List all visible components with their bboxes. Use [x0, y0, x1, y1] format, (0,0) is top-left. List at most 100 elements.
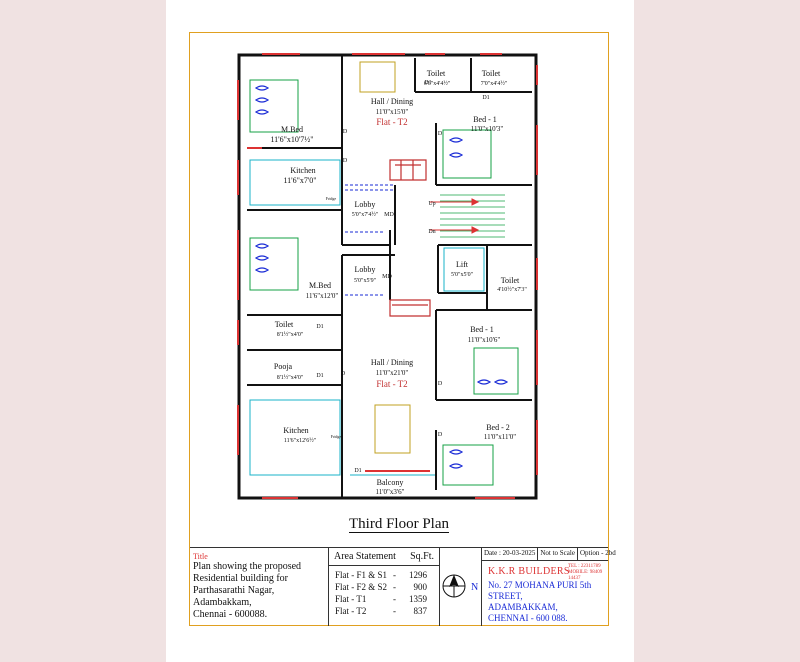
mbed2-name: M.Bed	[309, 281, 331, 290]
mbed2-size: 11'6"x12'0"	[306, 292, 339, 300]
sofa	[389, 159, 431, 317]
plan-title: Third Floor Plan	[189, 516, 609, 533]
lift-size: 5'0"x5'0"	[451, 272, 474, 278]
title-line: Adambakkam,	[193, 597, 252, 608]
area-head-unit: Sq.Ft.	[410, 551, 434, 562]
hall2-size: 11'0"x21'0"	[376, 369, 409, 377]
door-d1-label: D1	[482, 95, 489, 101]
balcony-size: 11'0"x3'6"	[376, 488, 405, 496]
fridge-label: Fridge	[326, 196, 337, 201]
door-d1-label: D1	[316, 324, 323, 330]
interior-walls	[247, 55, 532, 498]
area-row: Flat - T2-837	[335, 606, 427, 616]
area-row: Flat - F2 & S2-900	[335, 582, 427, 592]
pillows	[254, 85, 509, 469]
title-line: Chennai - 600088.	[193, 609, 268, 620]
mbed1-size: 11'6"x10'7½"	[270, 135, 313, 144]
fixtures	[249, 159, 485, 476]
address-line: CHENNAI - 600 088.	[488, 613, 568, 623]
lobby-dashes	[345, 184, 395, 296]
title-cell: Title Plan showing the proposed Resident…	[190, 548, 329, 626]
title-label: Title	[193, 552, 208, 561]
area-row: Flat - T1-1359	[335, 594, 427, 604]
area-statement: Area Statement Sq.Ft. Flat - F1 & S1-129…	[329, 548, 440, 626]
area-head: Area Statement Sq.Ft.	[329, 548, 439, 566]
toilet-c-size: 4'10½"x7'3"	[497, 286, 527, 293]
info-row: Date : 20-03-2025 Not to Scale Option - …	[482, 548, 616, 561]
north-arrow-icon	[442, 574, 466, 598]
lobby1-name: Lobby	[355, 200, 376, 209]
builder-tel: TEL : 22311789	[568, 564, 601, 569]
bed1a-name: Bed - 1	[473, 115, 497, 124]
toilet-b-name: Toilet	[482, 69, 501, 78]
door-d1-label: D1	[316, 373, 323, 379]
door-d1-label: D1	[354, 468, 361, 474]
bed1a-size: 11'0"x10'3"	[471, 125, 504, 133]
toilet-a-size: 6'6"x4'4½"	[424, 80, 451, 87]
stair-up: Up	[428, 201, 435, 207]
builder-name: K.K.R BUILDERS	[488, 566, 570, 577]
bed2-size: 11'0"x11'0"	[484, 433, 516, 441]
stair-arrows	[430, 198, 480, 234]
door-d1-label: D1	[424, 80, 431, 86]
kitchen1-name: Kitchen	[290, 166, 315, 175]
lobby1-md: MD	[384, 212, 394, 218]
title-line: Parthasarathi Nagar,	[193, 585, 275, 596]
plan-title-text: Third Floor Plan	[349, 516, 449, 533]
dining-tables	[359, 61, 411, 454]
area-head-label: Area Statement	[334, 551, 396, 562]
north-label: N	[471, 582, 478, 593]
hall2-name: Hall / Dining	[371, 358, 413, 367]
door-label: D	[438, 131, 443, 137]
kitchen2-name: Kitchen	[283, 426, 308, 435]
door-label: D	[438, 381, 443, 387]
kitchen1-size: 11'6"x7'0"	[283, 176, 316, 185]
door-label: D	[343, 158, 348, 164]
door-label: D	[438, 432, 443, 438]
kitchen2-size: 11'6"x12'6½"	[284, 437, 317, 444]
mbed1-name: M.Bed	[281, 125, 303, 134]
pooja-size: 8'1½"x4'0"	[277, 374, 304, 381]
lobby2-size: 5'0"x5'9"	[354, 278, 377, 284]
lobby1-size: 5'0"x7'4½"	[352, 211, 379, 218]
balcony-name: Balcony	[377, 478, 404, 487]
lobby2-name: Lobby	[355, 265, 376, 274]
drawing-sheet	[166, 0, 634, 662]
bed1b-size: 11'0"x10'6"	[468, 336, 501, 344]
address-line: ADAMBAKKAM,	[488, 602, 558, 612]
toilet-d-name: Toilet	[275, 320, 294, 329]
toilet-d-size: 8'1½"x4'0"	[277, 331, 304, 338]
lift-name: Lift	[456, 260, 469, 269]
toilet-c-name: Toilet	[501, 276, 520, 285]
title-line: Residential building for	[193, 573, 288, 584]
north-cell	[440, 548, 482, 626]
scale: Not to Scale	[538, 548, 578, 560]
beds	[249, 79, 519, 486]
stair-down: Dn	[428, 229, 435, 235]
date: Date : 20-03-2025	[482, 548, 539, 560]
builder-phones: TEL : 22311789 MOBILE: 98409 14437	[568, 564, 608, 582]
area-row: Flat - F1 & S1-1296	[335, 570, 427, 580]
builder-mobile: MOBILE: 98409 14437	[568, 570, 603, 581]
title-line: Plan showing the proposed	[193, 561, 302, 572]
hall1-name: Hall / Dining	[371, 97, 413, 106]
bed1b-name: Bed - 1	[470, 325, 494, 334]
builder-cell: Date : 20-03-2025 Not to Scale Option - …	[482, 548, 616, 626]
drawing-frame	[189, 32, 609, 626]
pooja-name: Pooja	[274, 362, 293, 371]
title-block: Title Plan showing the proposed Resident…	[190, 547, 616, 626]
builder-address: No. 27 MOHANA PURI 5th STREET, ADAMBAKKA…	[488, 580, 608, 624]
door-label: D	[341, 371, 346, 377]
door-label: D	[343, 129, 348, 135]
flat-tag-1: Flat - T2	[376, 117, 407, 127]
bed2-name: Bed - 2	[486, 423, 510, 432]
toilet-b-size: 7'0"x4'4½"	[481, 80, 508, 87]
fridge-label: Fridge	[331, 434, 342, 439]
lobby2-md: MD	[382, 274, 392, 280]
toilet-a-name: Toilet	[427, 69, 446, 78]
windows	[237, 53, 538, 499]
option: Option - 2bd	[579, 549, 616, 557]
hall1-size: 11'0"x15'0"	[376, 108, 409, 116]
address-line: No. 27 MOHANA PURI 5th STREET,	[488, 580, 592, 601]
